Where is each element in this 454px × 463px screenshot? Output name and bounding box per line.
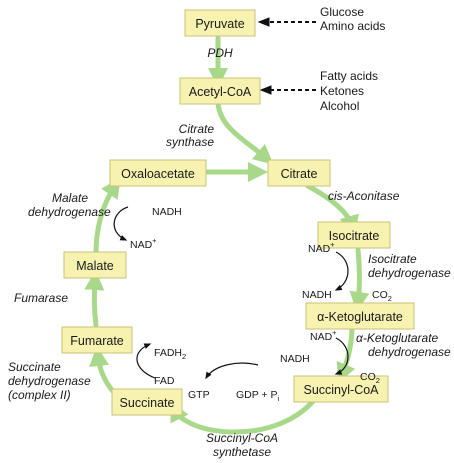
acetylcoa-to-citrate-arrow — [215, 100, 274, 165]
node-fumarate: Fumarate — [61, 326, 133, 354]
node-alpha-ketoglutarate: α-Ketoglutarate — [305, 302, 415, 330]
enzyme-fumarase: Fumarase — [14, 291, 68, 305]
isocitrate-dh-cofactor-arrow — [334, 251, 349, 291]
node-acetyl-coa: Acetyl-CoA — [179, 77, 261, 105]
isocitrate-nad-plus: NAD+ — [308, 240, 335, 255]
akg-to-succinylcoa-arrow — [336, 323, 356, 384]
input-glucose: Glucose — [320, 5, 364, 19]
node-oxaloacetate: Oxaloacetate — [109, 159, 207, 187]
cofactor-fad: FAD — [154, 375, 175, 387]
isocitrate-label: Isocitrate — [329, 229, 380, 243]
akg-co2: CO2 — [360, 371, 380, 385]
node-succinate: Succinate — [111, 388, 183, 416]
enzyme-malate-dh-line1: Malate — [52, 191, 88, 205]
malate-label: Malate — [76, 259, 114, 273]
malate-nad-plus: NAD+ — [130, 236, 157, 251]
fad-reduction-arrow — [136, 343, 156, 379]
alpha-ketoglutarate-label: α-Ketoglutarate — [317, 310, 403, 324]
akg-nadh: NADH — [280, 353, 310, 365]
node-succinyl-coa: Succinyl-CoA — [293, 375, 389, 403]
cofactor-gdp-pi: GDP + Pi — [236, 389, 280, 403]
enzyme-succinylcoa-synthetase-line1: Succinyl-CoA — [206, 431, 278, 445]
enzyme-malate-dh-line2: dehydrogenase — [28, 205, 111, 219]
oxaloacetate-label: Oxaloacetate — [121, 167, 195, 181]
fumarate-label: Fumarate — [70, 334, 124, 348]
isocitrate-nadh: NADH — [302, 289, 332, 301]
succinylcoa-to-succinate-arrow — [170, 392, 321, 435]
node-citrate: Citrate — [267, 159, 331, 187]
cofactor-fadh2: FADH2 — [154, 347, 186, 361]
isocitrate-to-akg-arrow — [349, 247, 370, 312]
citrate-label: Citrate — [281, 167, 318, 181]
enzyme-succinate-dh-line3: (complex II) — [8, 388, 71, 402]
pyruvate-label: Pyruvate — [195, 17, 244, 31]
enzyme-citrate-synthase-line1: Citrate — [179, 122, 215, 136]
isocitrate-co2: CO2 — [372, 289, 392, 303]
enzyme-succinylcoa-synthetase-line2: synthetase — [213, 445, 271, 459]
input-amino-acids: Amino acids — [320, 19, 385, 33]
malate-dh-cofactor-arrow — [113, 206, 129, 241]
enzyme-succinate-dh-line1: Succinate — [8, 360, 61, 374]
node-pyruvate: Pyruvate — [184, 9, 256, 37]
akg-nad-plus: NAD+ — [310, 328, 337, 343]
input-ketones: Ketones — [320, 84, 364, 98]
enzyme-cis-aconitase: cis-Aconitase — [328, 189, 400, 203]
input-fatty-acids: Fatty acids — [320, 69, 378, 83]
enzyme-akg-dh-line1: α-Ketoglutarate — [356, 331, 439, 345]
enzyme-succinate-dh-line2: dehydrogenase — [8, 374, 91, 388]
gtp-formation-arrow — [205, 362, 259, 380]
cofactor-gtp: GTP — [188, 389, 210, 401]
enzyme-isocitrate-dh-line2: dehydrogenase — [368, 266, 451, 280]
enzyme-pdh: PDH — [207, 46, 233, 60]
node-isocitrate: Isocitrate — [317, 221, 391, 249]
enzyme-akg-dh-line2: dehydrogenase — [368, 345, 451, 359]
succinyl-coa-label: Succinyl-CoA — [303, 383, 379, 397]
enzyme-citrate-synthase-line2: synthase — [166, 135, 214, 149]
akg-dh-cofactor-arrow — [334, 337, 349, 375]
malate-nadh: NADH — [152, 206, 182, 218]
fumarate-to-malate-arrow — [84, 270, 105, 328]
succinate-label: Succinate — [120, 396, 175, 410]
enzyme-isocitrate-dh-line1: Isocitrate — [368, 252, 417, 266]
node-malate: Malate — [63, 251, 127, 279]
malate-to-oxaloacetate-arrow — [93, 177, 121, 255]
input-alcohol: Alcohol — [320, 99, 359, 113]
acetyl-coa-label: Acetyl-CoA — [189, 85, 252, 99]
